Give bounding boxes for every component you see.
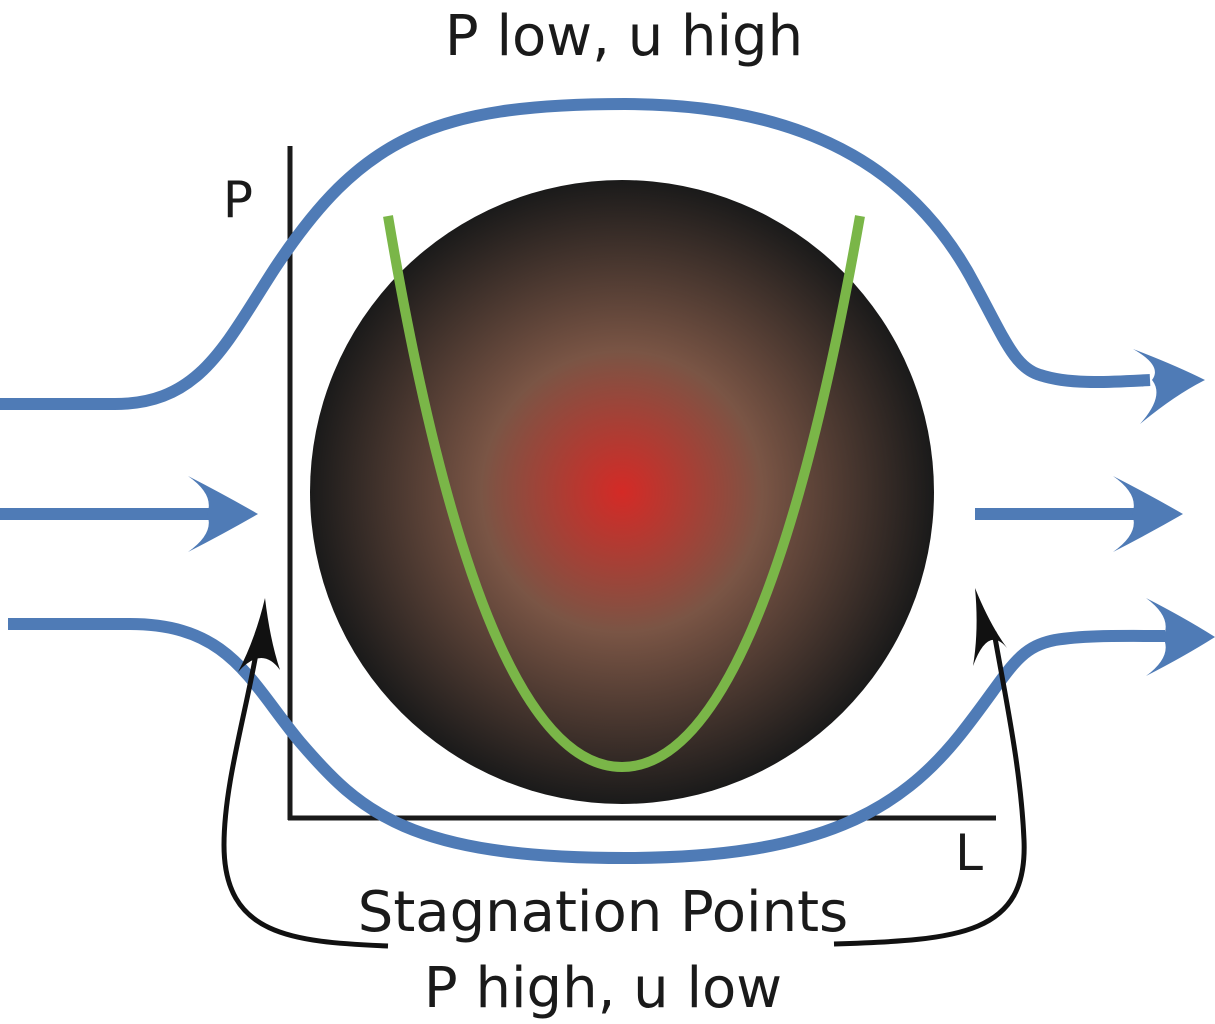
upper-outlet-arrowhead — [1133, 349, 1205, 424]
x-axis-label: L — [955, 824, 983, 882]
left-stagnation-arrowhead — [238, 598, 280, 672]
stagnation-subtitle: P high, u low — [424, 956, 782, 1021]
stagnation-title: Stagnation Points — [358, 880, 848, 945]
middle-inlet-arrowhead — [188, 476, 258, 552]
y-axis-label: P — [223, 171, 253, 229]
middle-outlet-arrowhead — [1113, 476, 1183, 552]
lower-outlet-arrowhead — [1146, 598, 1215, 676]
right-stagnation-arrowhead — [973, 588, 1007, 666]
right-stagnation-pointer — [833, 631, 1027, 947]
pressure-curve — [383, 215, 865, 773]
top-label: P low, u high — [445, 4, 803, 69]
left-stagnation-pointer — [221, 629, 389, 949]
sphere — [310, 180, 934, 804]
upper-streamline — [0, 97, 1151, 410]
lower-streamline — [8, 618, 1166, 865]
